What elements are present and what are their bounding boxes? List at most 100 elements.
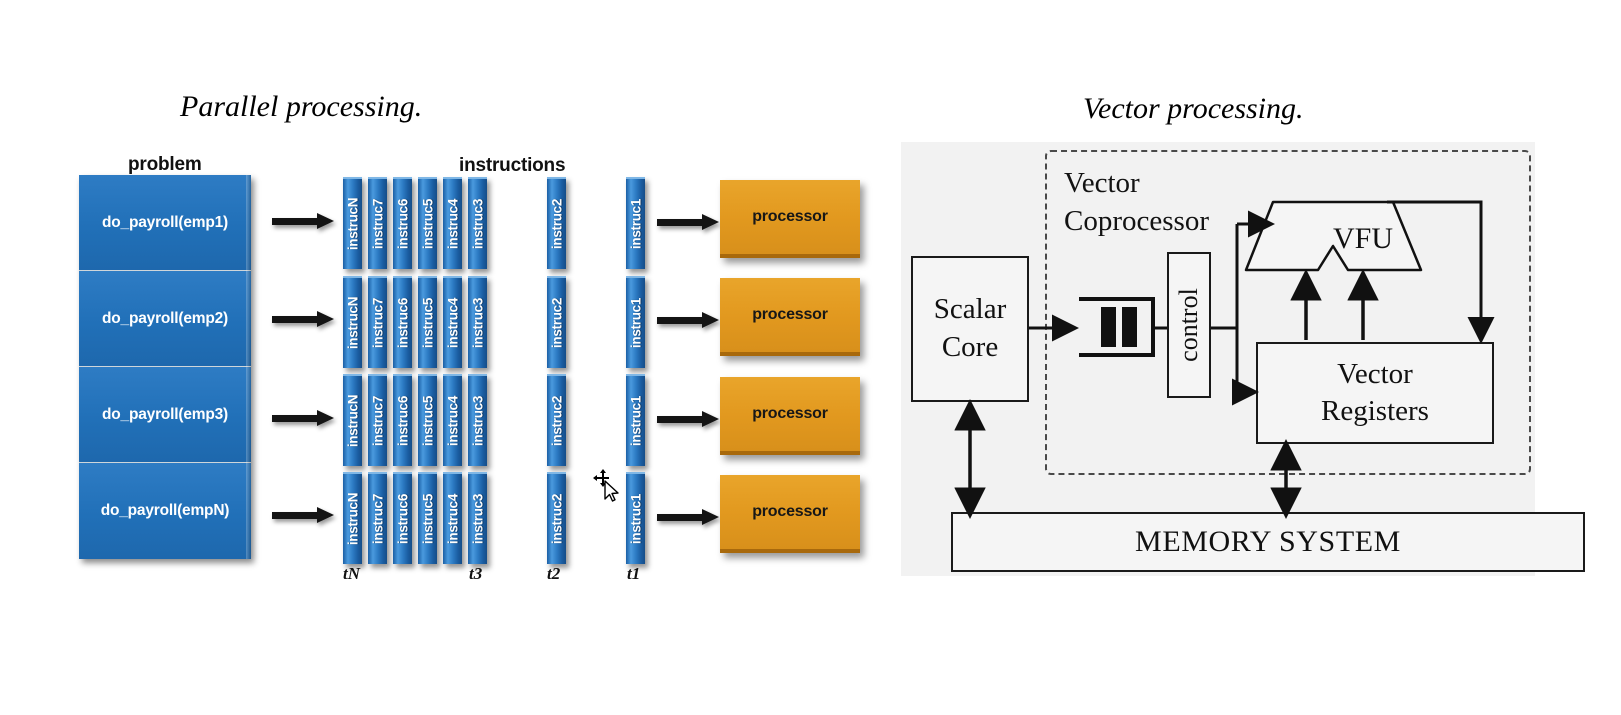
instruction-bar: instruc1 (626, 177, 645, 269)
instruction-bar-label: instruc4 (445, 395, 460, 447)
instruction-bar-label: instrucN (345, 296, 360, 350)
instruction-bar-label: instruc2 (549, 493, 564, 545)
processor-label: processor (752, 503, 828, 520)
memory-system-label: MEMORY SYSTEM (1135, 525, 1401, 558)
instruction-bar: instruc1 (626, 374, 645, 466)
instruction-bar: instrucN (343, 276, 362, 368)
instruction-bar: instruc7 (368, 374, 387, 466)
control-label: control (1174, 288, 1203, 362)
processor-label: processor (752, 208, 828, 225)
instruction-bar: instruc4 (443, 472, 462, 564)
problem-task-2: do_payroll(emp2) (79, 271, 251, 367)
instruction-bar-label: instruc6 (395, 198, 410, 250)
problem-task-3: do_payroll(emp3) (79, 367, 251, 463)
instruction-bar-label: instruc5 (420, 198, 435, 250)
arrow-instruction-to-processor-1 (657, 214, 719, 230)
instruction-bar-label: instrucN (345, 394, 360, 448)
instruction-bar-label: instruc5 (420, 297, 435, 349)
scalar-core-label: Scalar Core (933, 293, 1007, 363)
arrow-problem-to-instructions-2 (272, 311, 334, 327)
instruction-bar: instruc4 (443, 177, 462, 269)
vector-registers-label: Vector Registers (1321, 357, 1429, 427)
instruction-bar-label: instruc7 (370, 297, 385, 349)
instruction-bar-label: instruc5 (420, 493, 435, 545)
arrow-instruction-to-processor-4 (657, 509, 719, 525)
instruction-bar-label: instruc3 (470, 395, 485, 447)
instruction-bar: instrucN (343, 472, 362, 564)
arrow-problem-to-instructions-4 (272, 507, 334, 523)
instruction-bar: instruc2 (547, 177, 566, 269)
instruction-bar-label: instruc6 (395, 297, 410, 349)
vector-registers-box: Vector Registers (1256, 342, 1494, 444)
instruction-bar: instruc4 (443, 374, 462, 466)
move-cursor (593, 469, 623, 503)
scalar-core-box: Scalar Core (911, 256, 1029, 402)
instruction-bar: instruc6 (393, 472, 412, 564)
instruction-bar-label: instruc2 (549, 395, 564, 447)
instruction-bar: instruc6 (393, 177, 412, 269)
time-label-t1: t1 (627, 564, 641, 583)
instruction-bar: instruc3 (468, 177, 487, 269)
instruction-bar-label: instrucN (345, 492, 360, 546)
instruction-bar-label: instruc6 (395, 395, 410, 447)
instruction-bar: instruc5 (418, 472, 437, 564)
instruction-bar: instruc1 (626, 276, 645, 368)
instructions-column-header: instructions (459, 155, 566, 176)
vector-processing-caption: Vector processing. (1083, 92, 1304, 125)
processor-box: processor (720, 278, 860, 356)
instruction-bar-label: instruc4 (445, 297, 460, 349)
instruction-bar: instruc7 (368, 472, 387, 564)
instruction-bar-label: instruc5 (420, 395, 435, 447)
time-label-tN: tN (343, 564, 360, 583)
instruction-bar: instruc3 (468, 472, 487, 564)
instruction-bar: instruc2 (547, 472, 566, 564)
instruction-bar-label: instruc1 (628, 198, 643, 250)
parallel-processing-caption: Parallel processing. (180, 90, 423, 123)
instruction-bar: instruc4 (443, 276, 462, 368)
processor-label: processor (752, 306, 828, 323)
processor-box: processor (720, 475, 860, 553)
processor-box: processor (720, 180, 860, 258)
arrow-instruction-to-processor-3 (657, 411, 719, 427)
instruction-bar: instruc3 (468, 374, 487, 466)
instruction-bar: instruc2 (547, 374, 566, 466)
arrow-instruction-to-processor-2 (657, 312, 719, 328)
memory-system-band: MEMORY SYSTEM (951, 504, 1585, 572)
parallel-processing-diagram: problem instructions do_payroll(emp1) do… (60, 140, 890, 600)
processor-box: processor (720, 377, 860, 455)
instruction-bar: instruc5 (418, 177, 437, 269)
instruction-bar: instruc6 (393, 276, 412, 368)
arrow-problem-to-instructions-3 (272, 410, 334, 426)
instruction-bar: instruc6 (393, 374, 412, 466)
instruction-bar-label: instruc7 (370, 198, 385, 250)
instruction-bar-label: instruc3 (470, 297, 485, 349)
instruction-bar: instruc5 (418, 374, 437, 466)
instruction-bar-label: instrucN (345, 197, 360, 251)
processor-label: processor (752, 405, 828, 422)
instruction-bar-label: instruc2 (549, 198, 564, 250)
problem-task-1: do_payroll(emp1) (79, 175, 251, 271)
control-box: control (1167, 252, 1211, 398)
instruction-bar: instruc2 (547, 276, 566, 368)
instruction-bar-label: instruc2 (549, 297, 564, 349)
instruction-bar: instruc3 (468, 276, 487, 368)
instruction-bar: instruc1 (626, 472, 645, 564)
memory-system-box: MEMORY SYSTEM (951, 512, 1585, 572)
instruction-bar: instruc7 (368, 276, 387, 368)
instruction-bar-label: instruc7 (370, 493, 385, 545)
vector-coprocessor-label: Vector Coprocessor (1064, 167, 1209, 238)
instruction-bar-label: instruc1 (628, 395, 643, 447)
instruction-bar: instrucN (343, 374, 362, 466)
instruction-bar-label: instruc3 (470, 493, 485, 545)
arrow-problem-to-instructions-1 (272, 213, 334, 229)
time-label-t2: t2 (547, 564, 561, 583)
time-label-t3: t3 (469, 564, 483, 583)
problem-task-4: do_payroll(empN) (79, 463, 251, 559)
instruction-bar-label: instruc4 (445, 493, 460, 545)
instruction-bar-label: instruc7 (370, 395, 385, 447)
problem-stack: do_payroll(emp1) do_payroll(emp2) do_pay… (79, 175, 251, 559)
instruction-bar-label: instruc3 (470, 198, 485, 250)
instruction-bar-label: instruc1 (628, 297, 643, 349)
instruction-bar-label: instruc1 (628, 493, 643, 545)
